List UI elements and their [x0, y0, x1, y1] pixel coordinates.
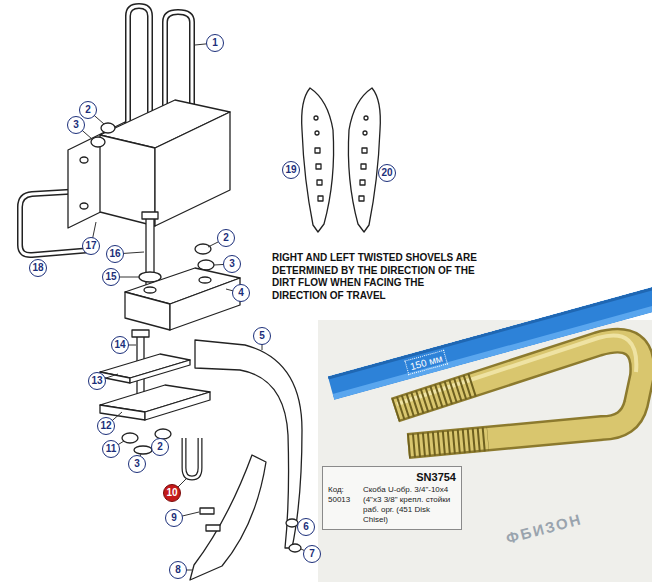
callout-circle: 6 [297, 518, 315, 536]
callout-number: 10 [166, 488, 177, 498]
callout-number: 17 [85, 241, 96, 251]
callout-circle: 11 [102, 440, 120, 458]
callout-number: 1 [212, 38, 218, 48]
callout-circle: 8 [169, 561, 187, 579]
callout-number: 20 [381, 168, 392, 178]
callout-circle: 3 [223, 255, 241, 273]
callout-number: 2 [85, 105, 91, 115]
callout-number: 13 [91, 376, 102, 386]
callout-number: 19 [285, 165, 296, 175]
card-row: Код:50013Скоба U-обр. 3/4"-10x4 (4"x3 3/… [328, 485, 456, 525]
card-right: Скоба U-обр. 3/4"-10x4 (4"x3 3/8" крепл.… [363, 485, 456, 525]
callout-number: 15 [105, 272, 116, 282]
note-text: RIGHT AND LEFT TWISTED SHOVELS ARE DETER… [272, 252, 477, 302]
callout-circle: 5 [253, 327, 271, 345]
callout-circle: 18 [29, 259, 47, 277]
callout-circle: 3 [67, 116, 85, 134]
part-code: SN3754 [416, 471, 456, 483]
callout-circle: 2 [79, 101, 97, 119]
leader-lines [76, 43, 312, 570]
callout-circle: 4 [232, 284, 250, 302]
callout-number: 11 [106, 444, 117, 454]
callout-number: 5 [259, 331, 265, 341]
callout-circle: 12 [97, 417, 115, 435]
photo-background [318, 320, 652, 582]
callout-circle: 14 [111, 336, 129, 354]
card-head: SN3754 [328, 471, 456, 483]
callout-circle: 13 [88, 372, 106, 390]
callout-number: 14 [114, 340, 125, 350]
part-description: Скоба U-обр. 3/4"-10x4 (4"x3 3/8" крепл.… [363, 485, 456, 525]
callout-number: 4 [238, 288, 244, 298]
callout-number: 16 [109, 249, 120, 259]
callout-circle: 16 [106, 245, 124, 263]
item-code: 50013 [328, 495, 358, 505]
callout-circle: 9 [165, 509, 183, 527]
callout-circle: 2 [151, 438, 169, 456]
item-code: Код: [328, 485, 358, 495]
callout-circle: 20 [378, 164, 396, 182]
callout-number: 12 [100, 421, 111, 431]
callout-number: 3 [229, 259, 235, 269]
callout-number: 8 [175, 565, 181, 575]
callout-circle: 2 [217, 229, 235, 247]
price-tag-card: SN3754Код:50013Скоба U-обр. 3/4"-10x4 (4… [322, 466, 462, 530]
callout-number: 3 [73, 120, 79, 130]
callout-number: 9 [171, 513, 177, 523]
callout-number: 6 [303, 522, 309, 532]
callout-number: 7 [309, 549, 315, 559]
card-left: Код:50013 [328, 485, 358, 525]
callout-circle: 19 [282, 161, 300, 179]
callout-circle: 10 [163, 484, 181, 502]
callout-circle: 3 [128, 455, 146, 473]
callout-number: 3 [134, 459, 140, 469]
callout-number: 18 [32, 263, 43, 273]
callout-circle: 15 [102, 268, 120, 286]
callout-number: 2 [223, 233, 229, 243]
callout-circle: 1 [206, 34, 224, 52]
callout-circle: 7 [303, 545, 321, 563]
callout-circle: 17 [82, 237, 100, 255]
callout-number: 2 [157, 442, 163, 452]
